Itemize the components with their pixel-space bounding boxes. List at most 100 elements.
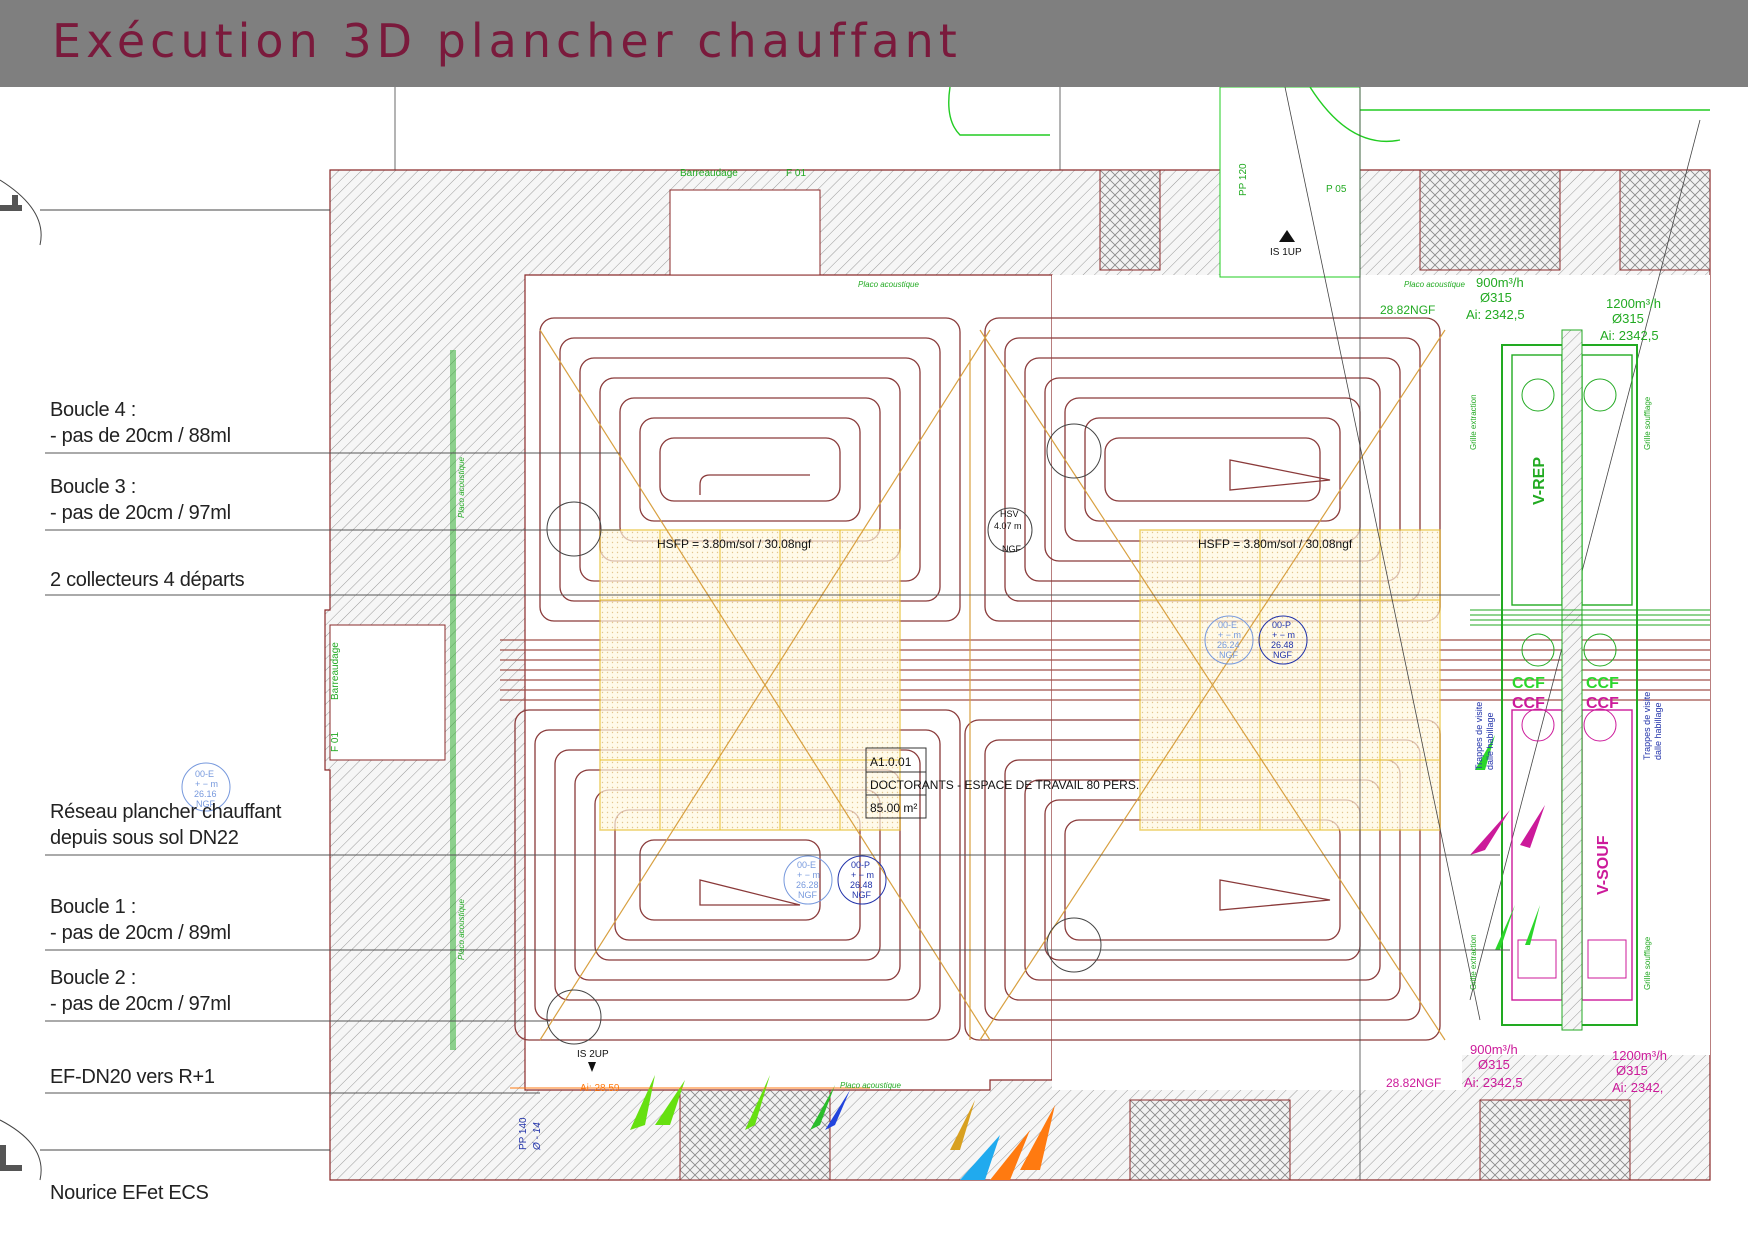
callout-detail: - pas de 20cm / 97ml [50, 993, 231, 1015]
callout-title: Boucle 4 : [50, 399, 136, 421]
callout-boucle-2: Boucle 2 : - pas de 20cm / 97ml [50, 965, 231, 1017]
duct-tl-dia: Ø315 [1480, 290, 1512, 305]
plan-annotations: Barreaudage F 01 PP 120 P 05 IS 1UP Plac… [330, 163, 1667, 1151]
f01-left-label: F 01 [330, 732, 341, 752]
trappes-label-1b: dalle habillage [1485, 712, 1495, 770]
svg-text:00-E: 00-E [1218, 620, 1237, 630]
level-marker: 00-E + − m 26.28 NGF [783, 855, 833, 905]
callout-detail: - pas de 20cm / 88ml [50, 425, 231, 447]
f01-top-label: F 01 [786, 168, 806, 179]
pp120-label: PP 120 [1238, 163, 1249, 196]
pp140-sub: Ø - 14 [532, 1122, 543, 1151]
is2up-label: IS 2UP [577, 1049, 609, 1060]
duct-bl-flow: 900m³/h [1470, 1042, 1518, 1057]
hsv-value: 4.07 m [994, 521, 1022, 531]
svg-text:26.24: 26.24 [1217, 640, 1240, 650]
duct-br-dia: Ø315 [1616, 1063, 1648, 1078]
room-name: DOCTORANTS - ESPACE DE TRAVAIL 80 PERS. [870, 778, 1139, 792]
room-label-box [865, 747, 927, 819]
door-arcs [948, 87, 1710, 142]
ccf-label-3: CCF [1512, 695, 1545, 712]
svg-text:+ − m: + − m [797, 870, 820, 880]
ceiling-grid-fixtures [599, 529, 1441, 831]
v-souf-label: V-SOUF [1595, 835, 1612, 895]
placo-bottom-label: Placo acoustique [840, 1081, 901, 1090]
duct-bl-ai: Ai: 2342,5 [1464, 1075, 1523, 1090]
barreaudage-top-label: Barreaudage [680, 168, 738, 179]
duct-tr-dia: Ø315 [1612, 311, 1644, 326]
callout-title: Nourice EFet ECS [50, 1182, 209, 1204]
svg-text:+ − m: + − m [1218, 630, 1241, 640]
svg-text:26.16: 26.16 [194, 789, 217, 799]
diagonal-lines [539, 329, 1446, 1041]
room-area: 85.00 m² [870, 801, 917, 815]
grille-label-2: Grille soufflage [1643, 396, 1652, 450]
callout-boucle-3: Boucle 3 : - pas de 20cm / 97ml [50, 474, 231, 526]
callout-title: Boucle 2 : [50, 967, 136, 989]
trappes-label-2: Trappes de visite [1642, 692, 1652, 760]
callout-boucle-4: Boucle 4 : - pas de 20cm / 88ml [50, 397, 231, 449]
duct-tr-ai: Ai: 2342,5 [1600, 328, 1659, 343]
callout-title: EF-DN20 vers R+1 [50, 1066, 215, 1088]
ccf-label-2: CCF [1586, 675, 1619, 692]
callout-nourice: Nourice EFet ECS [50, 1180, 209, 1206]
duct-bl-dia: Ø315 [1478, 1057, 1510, 1072]
title-bar: Exécution 3D plancher chauffant [0, 0, 1748, 87]
svg-text:26.48: 26.48 [1271, 640, 1294, 650]
hsv-label: HSV [1000, 509, 1019, 519]
callout-detail: depuis sous sol DN22 [50, 827, 239, 849]
duct-tl-flow: 900m³/h [1476, 275, 1524, 290]
placo-left1-label: Placo acoustique [457, 457, 466, 518]
svg-text:+ − m: + − m [1272, 630, 1295, 640]
grille-label-4: Grille soufflage [1643, 936, 1652, 990]
svg-text:00-P: 00-P [1272, 620, 1291, 630]
floor-plan-drawing: Barreaudage F 01 PP 120 P 05 IS 1UP Plac… [0, 87, 1711, 1181]
svg-text:26.28: 26.28 [796, 880, 819, 890]
svg-text:NGF: NGF [1219, 650, 1239, 660]
hsfp-right-label: HSFP = 3.80m/sol / 30.08ngf [1198, 537, 1353, 551]
trappes-label-1: Trappes de visite [1474, 702, 1484, 770]
duct-br-ai: Ai: 2342, [1612, 1080, 1663, 1095]
construction-lines [1284, 87, 1701, 1180]
callout-reseau: Réseau plancher chauffant depuis sous so… [50, 799, 282, 851]
placo-top2-label: Placo acoustique [1404, 280, 1465, 289]
duct-tr-flow: 1200m³/h [1606, 296, 1661, 311]
leader-lines [45, 452, 1510, 1094]
svg-text:NGF: NGF [196, 799, 216, 809]
ngf-top-label: 28.82NGF [1380, 303, 1435, 317]
axis-markers [0, 195, 22, 1171]
callout-title: 2 collecteurs 4 départs [50, 569, 245, 591]
callout-title: Réseau plancher chauffant [50, 801, 282, 823]
callout-title: Boucle 1 : [50, 896, 136, 918]
svg-text:+ − m: + − m [195, 779, 218, 789]
callout-title: Boucle 3 : [50, 476, 136, 498]
hsv-ngf: NGF [1002, 544, 1022, 554]
ccf-label-4: CCF [1586, 695, 1619, 712]
duct-tl-ai: Ai: 2342,5 [1466, 307, 1525, 322]
svg-text:00-P: 00-P [851, 860, 870, 870]
is1up-label: IS 1UP [1270, 247, 1302, 258]
level-marker: 00-P + − m 26.48 NGF [1258, 615, 1308, 665]
level-markers: 00-E + − m 26.16 NGF 00-E + − m 26.24 NG… [181, 615, 1308, 905]
pipe-arrows [630, 735, 1545, 1180]
symbol-circles [0, 179, 1102, 1181]
duct-br-flow: 1200m³/h [1612, 1048, 1667, 1063]
barreaudage-left-label: Barreaudage [330, 642, 341, 700]
p05-label: P 05 [1326, 184, 1347, 195]
v-rep-label: V-REP [1531, 457, 1548, 505]
callout-detail: - pas de 20cm / 89ml [50, 922, 231, 944]
ai-bottom-left: Ai: 28.59 [580, 1083, 620, 1094]
svg-text:00-E: 00-E [195, 769, 214, 779]
ventilation-ducts [1470, 329, 1710, 1031]
pp140-label: PP 140 [518, 1117, 529, 1150]
callout-detail: - pas de 20cm / 97ml [50, 502, 231, 524]
placo-left2-label: Placo acoustique [457, 899, 466, 960]
level-marker: 00-E + − m 26.16 NGF [181, 762, 231, 812]
grille-label-3: Grille extraction [1469, 934, 1478, 990]
callout-collecteurs: 2 collecteurs 4 départs [50, 567, 245, 593]
level-marker: 00-P + − m 26.48 NGF [837, 855, 887, 905]
placo-top-label: Placo acoustique [858, 280, 919, 289]
hsfp-left-label: HSFP = 3.80m/sol / 30.08ngf [657, 537, 812, 551]
level-marker: 00-E + − m 26.24 NGF [1204, 615, 1254, 665]
ngf-bottom-label: 28.82NGF [1386, 1076, 1441, 1090]
